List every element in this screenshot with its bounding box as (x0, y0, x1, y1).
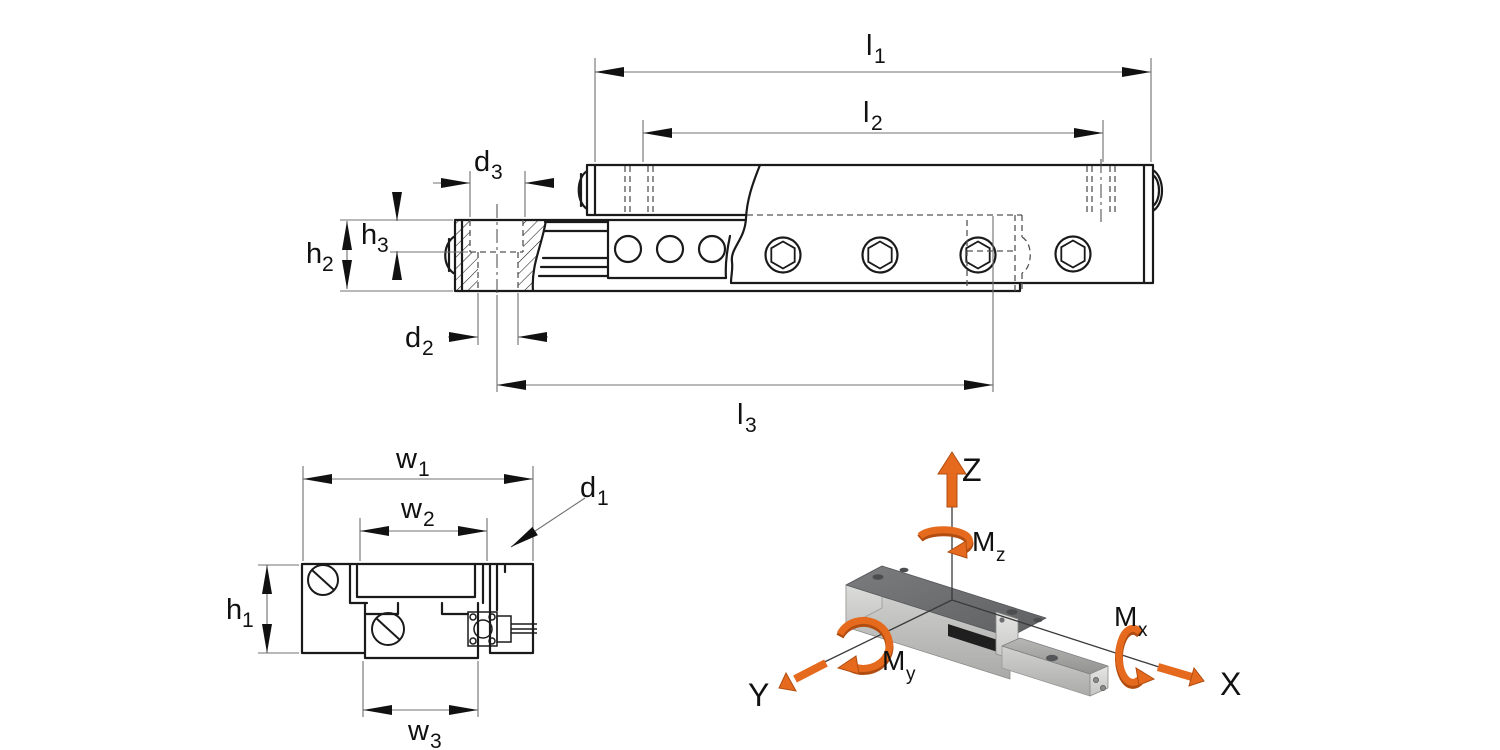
top-hole (872, 574, 884, 580)
mx-arrowhead (1135, 666, 1156, 686)
y-axis-label: Y (748, 677, 769, 713)
retainer-plate-holes (613, 234, 727, 264)
dim-w1-label: w (395, 443, 418, 475)
my-arc (836, 616, 893, 672)
hex-screw-socket (965, 240, 991, 270)
dim-l3-label: l (737, 399, 743, 431)
section-extension-lines (258, 466, 534, 717)
cover-screw-slot (311, 569, 335, 591)
hex-screw-ring (1054, 235, 1092, 273)
section-dimension-lines (262, 474, 586, 715)
x-axis-label: X (1220, 666, 1241, 702)
dim-d1-leader (510, 497, 586, 548)
bearing-ball-small (469, 637, 477, 645)
dim-h2-sub: 2 (322, 253, 334, 276)
dim-h1-label: h (226, 594, 242, 626)
dim-d3-label: d (474, 146, 490, 178)
mz-arc (917, 526, 973, 552)
my-label: M (882, 645, 905, 676)
hidden-lines (469, 166, 1116, 291)
inner-rail-end-hole (1093, 677, 1099, 683)
hex-screw-socket (867, 240, 893, 270)
hex-screw-ring (861, 236, 899, 274)
dim-l1-label: l (866, 30, 872, 62)
hex-screw-socket (1060, 239, 1086, 269)
hex-screw-ring (764, 236, 802, 274)
bearing-ball-small (488, 613, 496, 621)
section-outlines (300, 562, 535, 660)
inner-rail-end-hole (1100, 685, 1106, 691)
dim-l3-sub: 3 (745, 414, 757, 437)
plate-hole (697, 234, 727, 264)
bearing-ball-small (469, 613, 477, 621)
z-axis-label: Z (962, 452, 982, 488)
side-dim-labels: l 1 l 2 l 3 d 3 d 2 h 2 h 3 (306, 30, 886, 437)
mz-sub: z (996, 545, 1006, 566)
slide-3d-model (845, 565, 1109, 697)
my-sub: y (906, 664, 916, 685)
dim-d1-label: d (580, 472, 596, 504)
moment-arrowheads (836, 540, 1156, 686)
y-axis-arrow (778, 659, 828, 692)
carriage-slot (948, 624, 1004, 654)
dim-d2-label: d (405, 322, 421, 354)
section-dim-labels: w 1 w 2 w 3 h 1 d 1 (226, 443, 609, 750)
carriage-screw (371, 612, 405, 646)
mz-label: M (972, 526, 995, 557)
side-view: l 1 l 2 l 3 d 3 d 2 h 2 h 3 (306, 30, 1164, 437)
top-hole (1033, 617, 1043, 623)
adjust-pin-lines (511, 623, 537, 634)
z-axis-arrow (937, 451, 967, 508)
through-hole-d2 (478, 252, 518, 290)
dim-w2-sub: 2 (423, 508, 435, 531)
dimension-lines (342, 67, 1151, 390)
dim-w1-sub: 1 (418, 458, 430, 481)
centerlines (496, 159, 1102, 300)
iso-labels: Z Y X M z M y M x (748, 452, 1241, 713)
iso-view: Z Y X M z M y M x (748, 451, 1241, 713)
mx-label: M (1114, 601, 1137, 632)
hex-screw-ring (959, 236, 997, 274)
section-details (307, 564, 537, 647)
dim-d2-sub: 2 (422, 337, 434, 360)
adjust-gib (496, 615, 512, 643)
top-hole (1006, 609, 1018, 615)
mx-arc (1115, 624, 1145, 686)
dim-l2-label: l (863, 97, 869, 129)
plate-hole (613, 234, 643, 264)
dim-h3-label: h (361, 219, 377, 251)
bearing-ball-small (488, 637, 496, 645)
dim-d3-sub: 3 (491, 161, 503, 184)
axis-arrows (778, 451, 1205, 692)
my-arrowhead (836, 655, 860, 675)
section-view: w 1 w 2 w 3 h 1 d 1 (226, 443, 609, 750)
hex-socket-screws (764, 235, 1092, 274)
mx-sub: x (1138, 620, 1148, 641)
plate-hole (655, 234, 685, 264)
dim-w2-label: w (400, 493, 423, 525)
bearing-ball (473, 619, 493, 639)
moment-arrows (836, 526, 1145, 686)
inner-rail-top-hole (1046, 654, 1058, 662)
dim-h2-label: h (306, 238, 322, 270)
dim-d1-sub: 1 (597, 487, 609, 510)
x-axis-arrow (1156, 663, 1205, 687)
carriage-screw-slot (375, 617, 401, 641)
clamp-screw (999, 617, 1005, 623)
hex-screw-socket (770, 240, 796, 270)
top-hole (899, 567, 909, 573)
mz-arrowhead (946, 540, 968, 559)
dim-h1-sub: 1 (242, 609, 254, 632)
dim-w3-label: w (407, 715, 430, 747)
cover-screw (307, 564, 339, 596)
dim-w3-sub: 3 (430, 730, 442, 750)
dim-h3-sub: 3 (377, 234, 389, 257)
side-outlines (444, 163, 1164, 293)
dim-l2-sub: 2 (871, 112, 883, 135)
dim-l1-sub: 1 (874, 45, 886, 68)
